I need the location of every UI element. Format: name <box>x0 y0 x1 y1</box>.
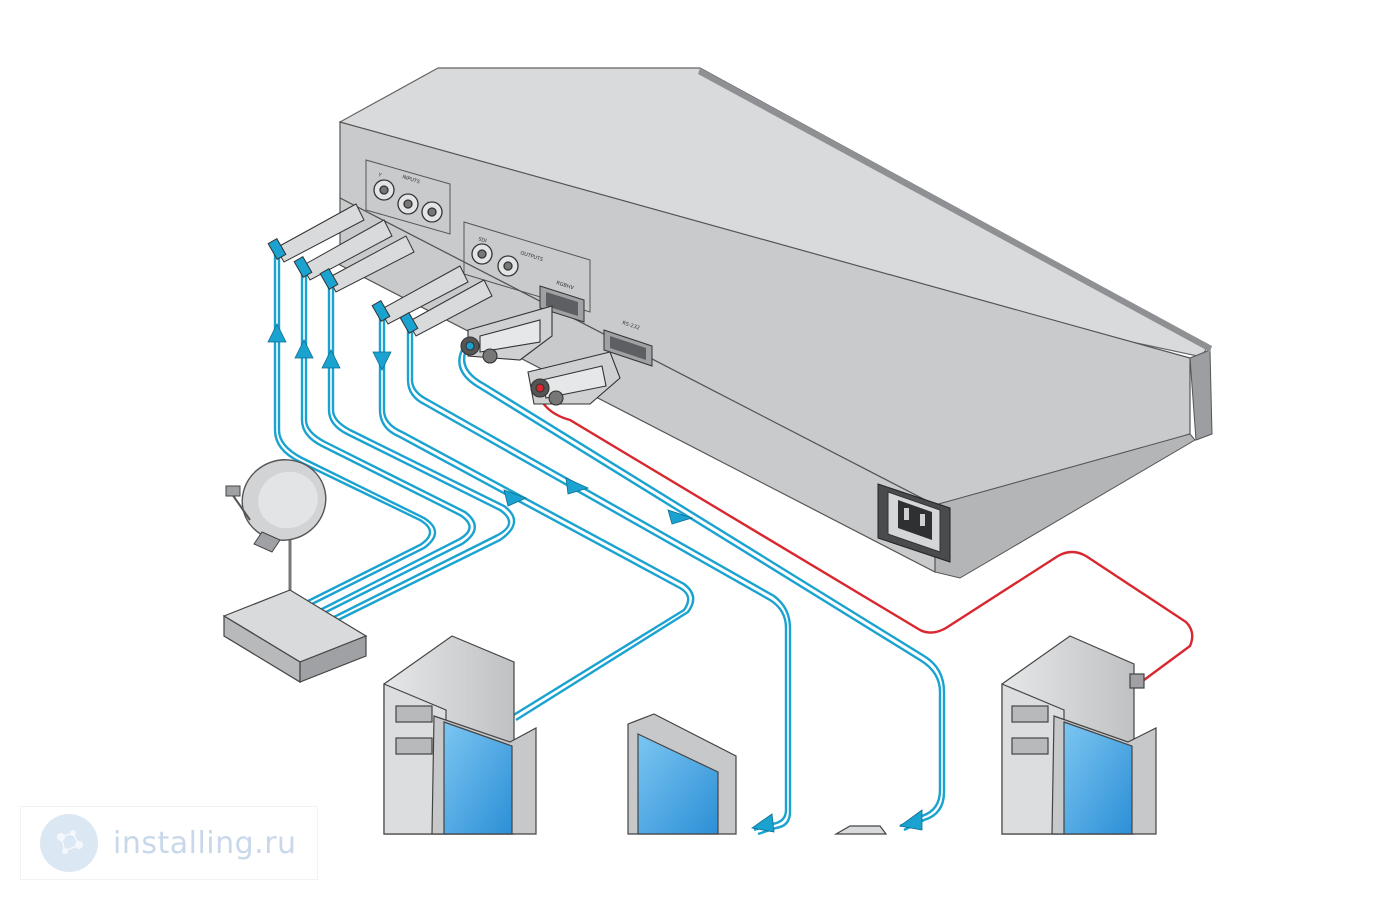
dsub-connectors <box>460 305 621 406</box>
arrow-right-2 <box>565 477 590 495</box>
rs232-label: RS-232 <box>621 320 640 331</box>
input-bnc-sockets <box>373 179 443 223</box>
scaler-device: INPUTS Y Pb Pr OUTPUTS SDI RGBHV RS-232 <box>338 67 1213 579</box>
bnc-plug-sdi-2 <box>399 279 493 337</box>
arrow-left-1 <box>750 813 775 833</box>
device-bottom-center <box>833 825 888 835</box>
signal-arrows <box>267 323 923 833</box>
watermark-text: installing.ru <box>113 825 297 861</box>
output-bnc-sockets <box>471 243 519 277</box>
arrow-right-3 <box>667 509 694 525</box>
satellite-receiver <box>222 589 368 684</box>
monitor-center <box>627 713 737 835</box>
arrow-up-3 <box>321 349 341 369</box>
output-bnc-plugs <box>371 265 493 337</box>
power-inlet <box>877 483 951 563</box>
bnc-plug-y <box>267 203 365 263</box>
input-y-label: Y <box>376 172 383 179</box>
computer-left <box>383 635 537 835</box>
installing-logo-icon <box>40 814 98 872</box>
input-cables <box>273 250 516 622</box>
arrow-down-1 <box>372 351 392 371</box>
rgbhv-dsub-plug-red <box>527 351 621 406</box>
rgbhv-port <box>539 285 585 323</box>
input-bnc-plugs <box>267 203 415 293</box>
inputs-label: INPUTS <box>401 174 420 185</box>
rgbhv-label: RGBHV <box>555 280 574 291</box>
rs232-port <box>603 329 653 367</box>
rgbhv-red-cable <box>538 397 1194 681</box>
watermark: installing.ru <box>20 806 318 880</box>
arrow-up-1 <box>267 323 287 343</box>
bnc-plug-sdi-1 <box>371 265 469 325</box>
rgbhv-dsub-plug-blue <box>460 305 553 364</box>
computer-right <box>1001 635 1157 835</box>
output-cables <box>378 312 946 836</box>
arrow-up-2 <box>294 339 314 359</box>
bnc-plug-pr <box>319 235 415 293</box>
arrow-left-2 <box>899 809 923 831</box>
bnc-plug-pb <box>293 219 393 281</box>
arrow-right-1 <box>503 489 528 507</box>
sdi-label: SDI <box>477 236 487 244</box>
